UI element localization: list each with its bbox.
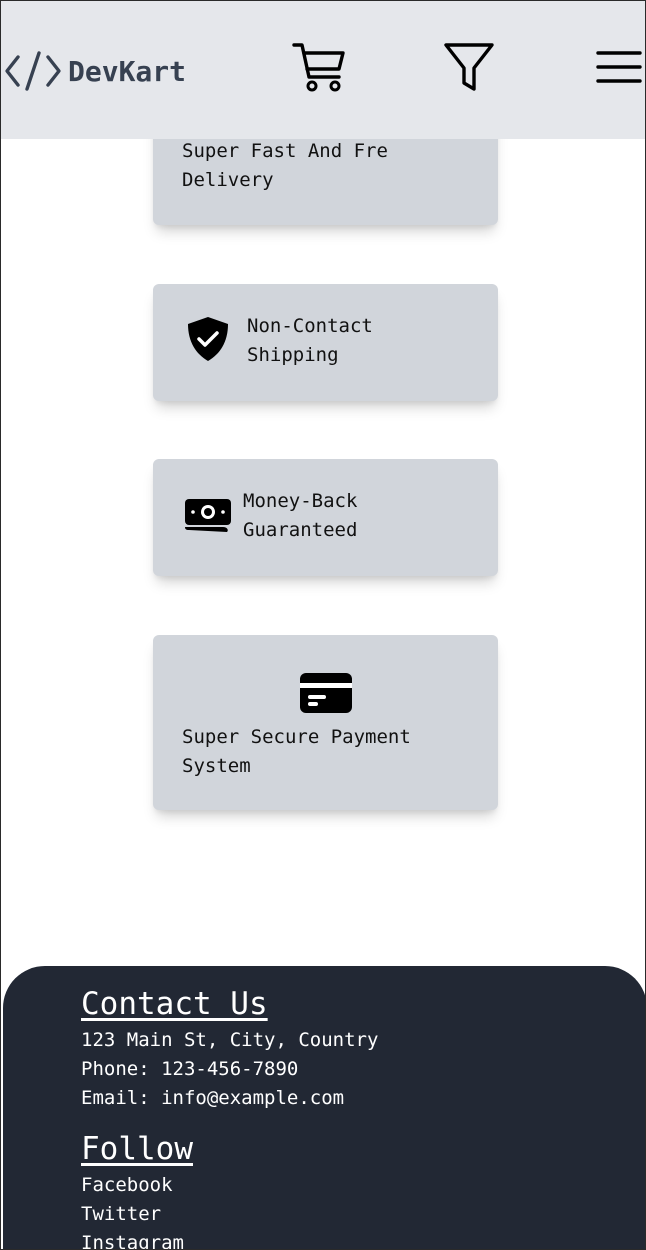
contact-phone: Phone: 123-456-7890	[81, 1058, 299, 1080]
code-brackets-icon	[4, 49, 62, 93]
top-navbar: DevKart	[1, 1, 645, 139]
instagram-link[interactable]: Instagram	[81, 1232, 184, 1250]
brand-name: DevKart	[68, 54, 187, 88]
shield-check-icon	[183, 314, 233, 368]
cart-icon	[291, 39, 347, 99]
contact-email: Email: info@example.com	[81, 1087, 345, 1109]
hamburger-menu-icon	[595, 47, 643, 91]
twitter-link[interactable]: Twitter	[81, 1203, 162, 1225]
contact-address: 123 Main St, City, Country	[81, 1029, 379, 1051]
cash-icon	[183, 489, 233, 543]
follow-heading: Follow	[81, 1131, 193, 1167]
facebook-link[interactable]: Facebook	[81, 1174, 173, 1196]
contact-heading: Contact Us	[81, 986, 268, 1022]
brand-logo[interactable]: DevKart	[4, 49, 186, 93]
menu-button[interactable]	[593, 41, 645, 97]
credit-card-icon	[299, 671, 353, 719]
cart-button[interactable]	[291, 41, 347, 97]
filter-button[interactable]	[441, 41, 497, 97]
filter-icon	[441, 39, 497, 99]
site-footer: Contact Us 123 Main St, City, Country Ph…	[3, 966, 645, 1250]
